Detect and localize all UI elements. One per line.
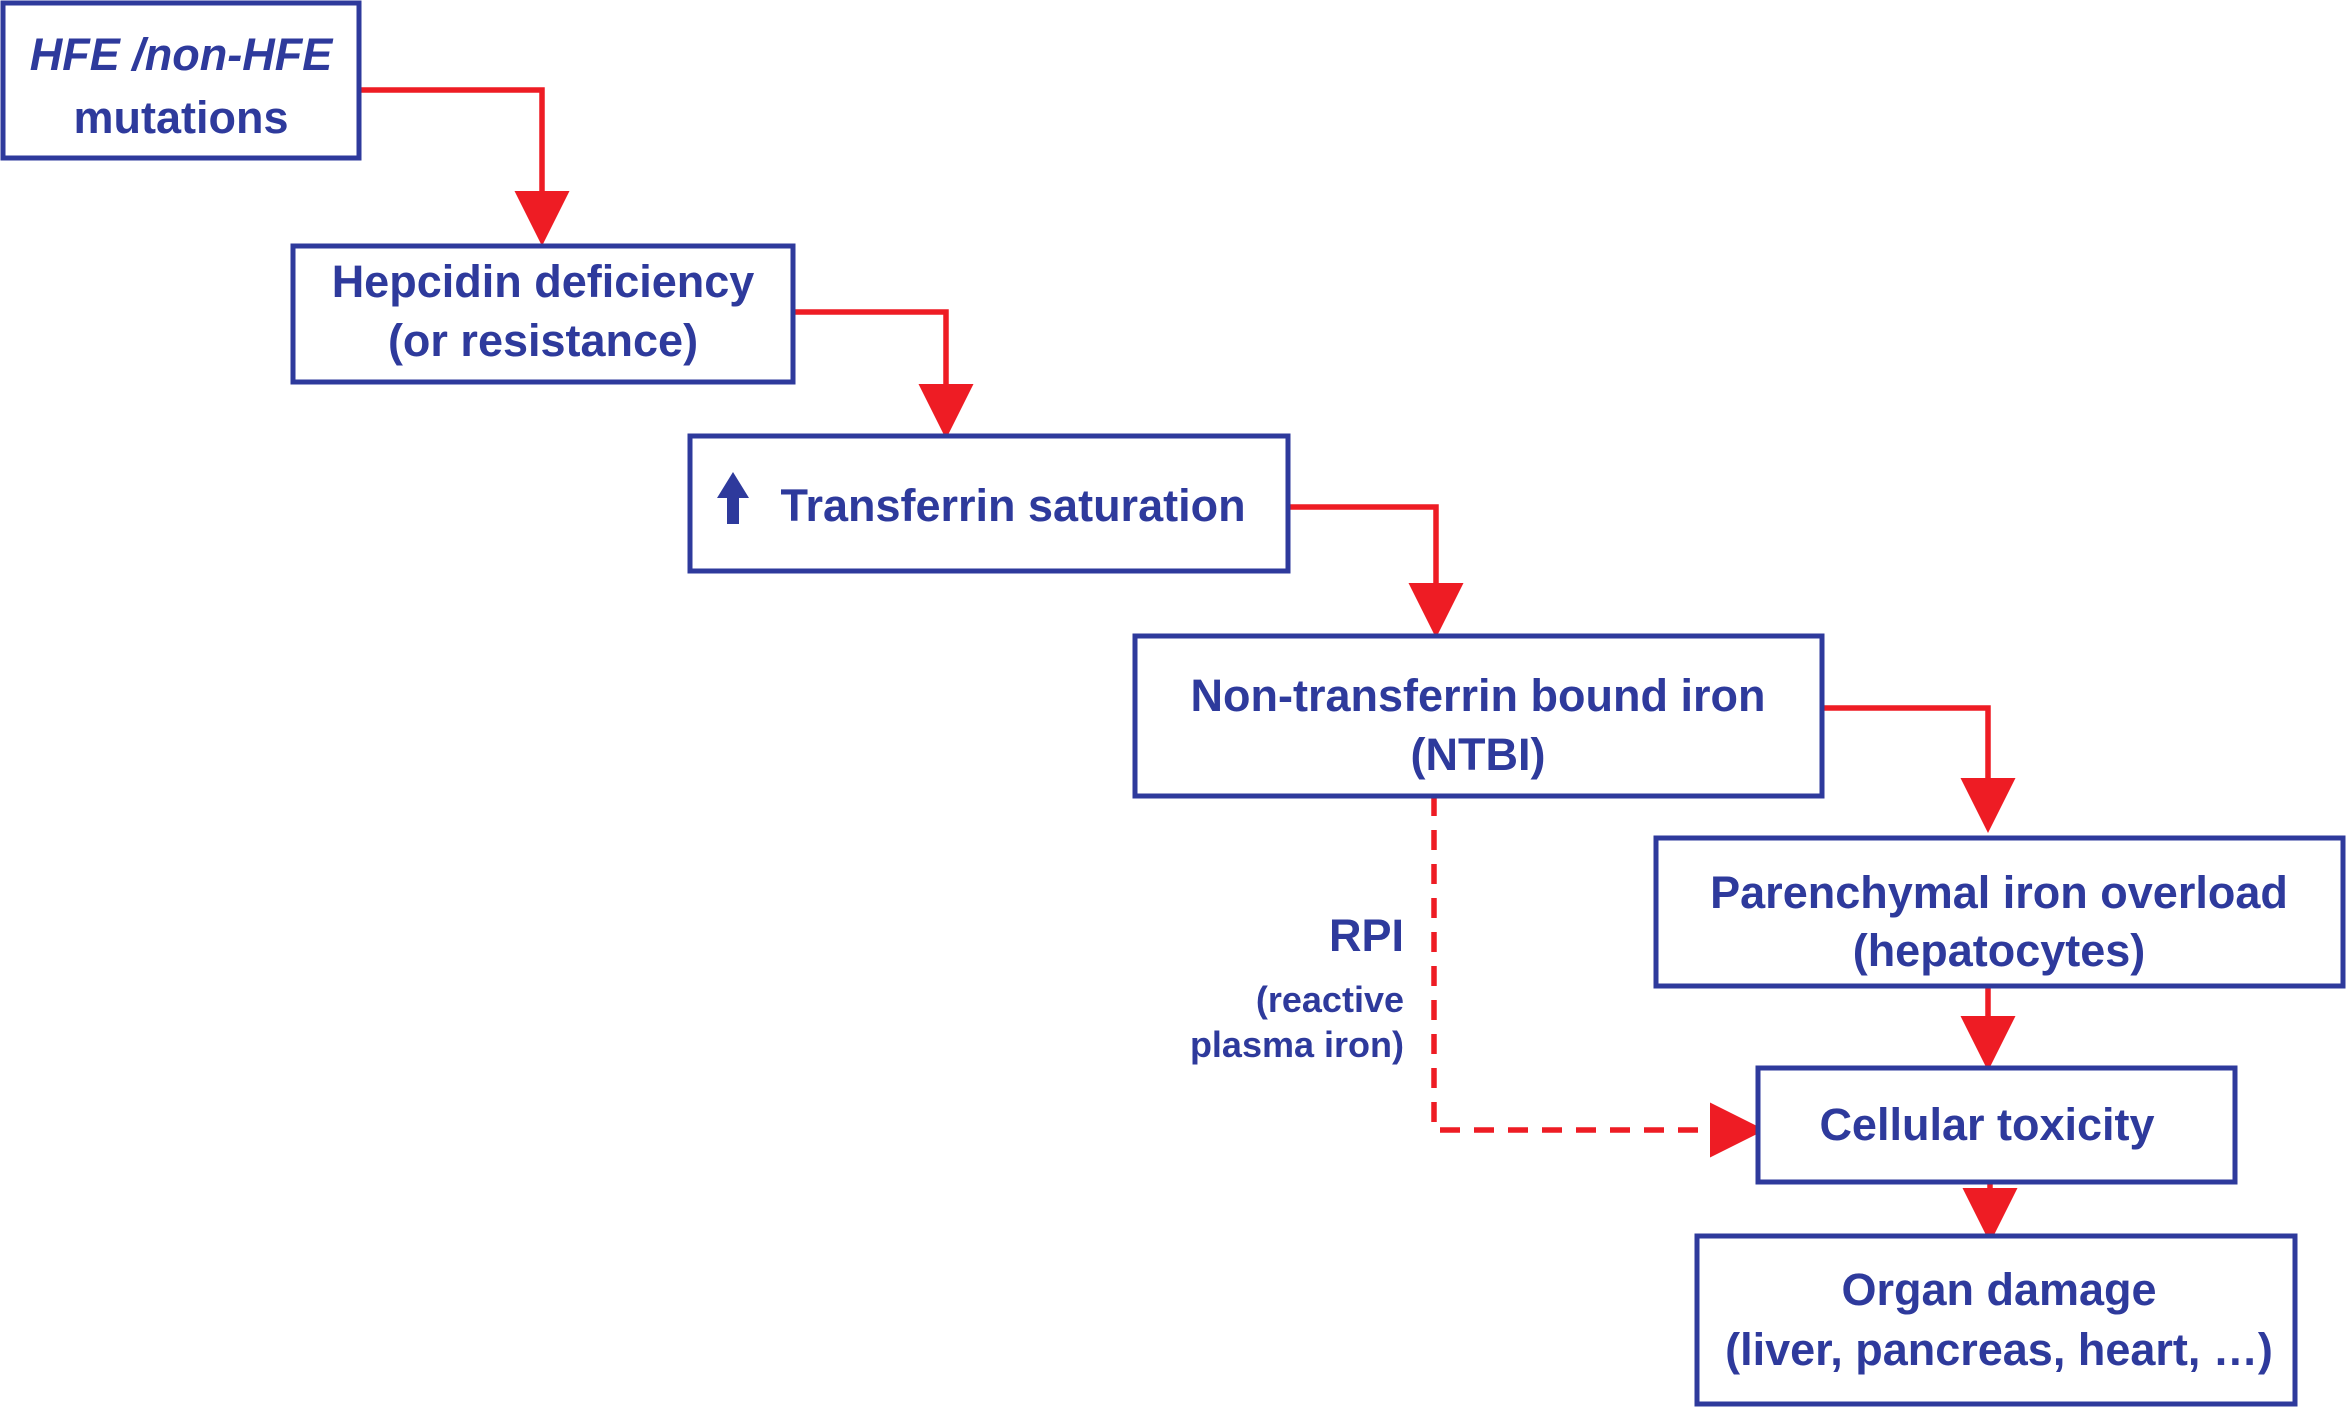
connector-transferrin-ntbi <box>1290 504 1464 638</box>
connector-ntbi-parenchymal <box>1824 705 2016 833</box>
node-ntbi: Non-transferrin bound iron (NTBI) <box>1132 633 1825 799</box>
node-organ-line2: (liver, pancreas, heart, …) <box>1725 1324 2273 1375</box>
node-transferrin-label: Transferrin saturation <box>780 480 1245 531</box>
node-ntbi-line2: (NTBI) <box>1411 729 1546 780</box>
node-toxicity: Cellular toxicity <box>1755 1065 2238 1185</box>
node-parenchymal: Parenchymal iron overload (hepatocytes) <box>1653 835 2346 989</box>
node-hepcidin: Hepcidin deficiency (or resistance) <box>290 243 796 385</box>
node-mutations-box <box>0 0 362 161</box>
node-organ-box <box>1694 1233 2298 1407</box>
node-ntbi-line1: Non-transferrin bound iron <box>1191 670 1766 721</box>
node-organ-line1: Organ damage <box>1841 1264 2156 1315</box>
rpi-description-line2: plasma iron) <box>1190 1024 1404 1065</box>
node-mutations-line2: mutations <box>73 92 288 143</box>
node-hepcidin-box <box>290 243 796 385</box>
node-ntbi-box <box>1132 633 1825 799</box>
node-toxicity-label: Cellular toxicity <box>1819 1099 2154 1150</box>
node-parenchymal-box <box>1653 835 2346 989</box>
rpi-description-line1: (reactive <box>1256 979 1404 1020</box>
node-transferrin: Transferrin saturation <box>687 433 1291 574</box>
node-mutations-line1: HFE /non-HFE <box>30 29 334 80</box>
node-parenchymal-line1: Parenchymal iron overload <box>1710 867 2288 918</box>
node-parenchymal-line2: (hepatocytes) <box>1853 925 2146 976</box>
rpi-label: RPI <box>1329 910 1404 961</box>
connector-hepcidin-transferrin <box>795 309 974 439</box>
node-mutations: HFE /non-HFE mutations <box>0 0 362 161</box>
node-organ: Organ damage (liver, pancreas, heart, …) <box>1694 1233 2298 1407</box>
node-hepcidin-line1: Hepcidin deficiency <box>332 256 755 307</box>
connector-mutations-hepcidin <box>360 87 570 246</box>
node-toxicity-box <box>1755 1065 2238 1185</box>
node-hepcidin-line2: (or resistance) <box>388 315 698 366</box>
node-transferrin-box <box>687 433 1291 574</box>
up-arrow-icon <box>717 472 749 524</box>
connector-ntbi-toxicity-dashed <box>1431 796 1765 1158</box>
